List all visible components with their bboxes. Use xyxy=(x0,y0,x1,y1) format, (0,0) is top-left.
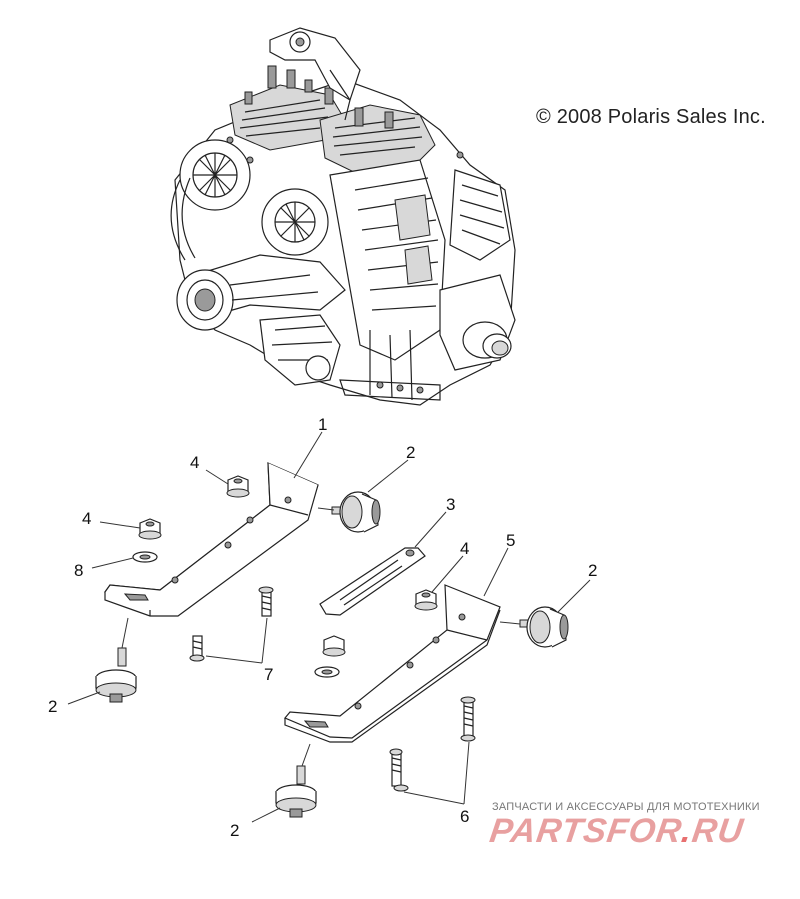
right-engine-bracket xyxy=(284,584,501,743)
callout-4-left: 4 xyxy=(82,509,91,528)
callout-2-lower-left: 2 xyxy=(48,697,57,716)
callout-2-upper-right: 2 xyxy=(588,561,597,580)
watermark-logo: PARTSFOR.RU xyxy=(487,812,746,851)
bolt-7b xyxy=(189,635,205,662)
callout-numbers: 1 2 3 4 4 8 4 5 2 7 2 6 2 xyxy=(48,415,597,840)
bolt-6a xyxy=(460,696,476,742)
callout-4-top: 4 xyxy=(190,453,199,472)
rubber-mount-upper-right xyxy=(519,606,569,648)
strap-bracket xyxy=(319,547,426,616)
watermark-logo-part-a: PARTS xyxy=(487,812,610,850)
callout-8: 8 xyxy=(74,561,83,580)
washer xyxy=(132,551,158,563)
flange-nut-left xyxy=(138,518,162,540)
callout-2-lower-right: 2 xyxy=(230,821,239,840)
rubber-mount-lower-left xyxy=(95,647,137,703)
callout-3: 3 xyxy=(446,495,455,514)
callout-6: 6 xyxy=(460,807,469,826)
washer-lower xyxy=(314,666,340,678)
bolt-6b xyxy=(389,748,409,792)
watermark-tagline: ЗАПЧАСТИ И АКСЕССУАРЫ ДЛЯ МОТОТЕХНИКИ xyxy=(492,801,760,813)
rubber-mount-upper-left xyxy=(331,491,381,533)
left-engine-bracket xyxy=(104,462,319,617)
flange-nut-mid xyxy=(414,589,438,611)
callout-2-upper-left: 2 xyxy=(406,443,415,462)
callout-7: 7 xyxy=(264,665,273,684)
watermark-logo-part-c: RU xyxy=(689,812,747,850)
watermark-logo-part-b: FOR xyxy=(604,812,685,850)
flange-nut-top xyxy=(226,475,250,498)
flange-nut-lower xyxy=(322,635,346,657)
rubber-mount-lower-right xyxy=(275,765,317,818)
callout-4-mid: 4 xyxy=(460,539,469,558)
copyright-notice: © 2008 Polaris Sales Inc. xyxy=(536,106,766,128)
engine-assembly xyxy=(170,27,516,406)
callout-5: 5 xyxy=(506,531,515,550)
callout-1: 1 xyxy=(318,415,327,434)
leader-lines xyxy=(67,431,591,823)
bolt-7a xyxy=(258,586,274,617)
